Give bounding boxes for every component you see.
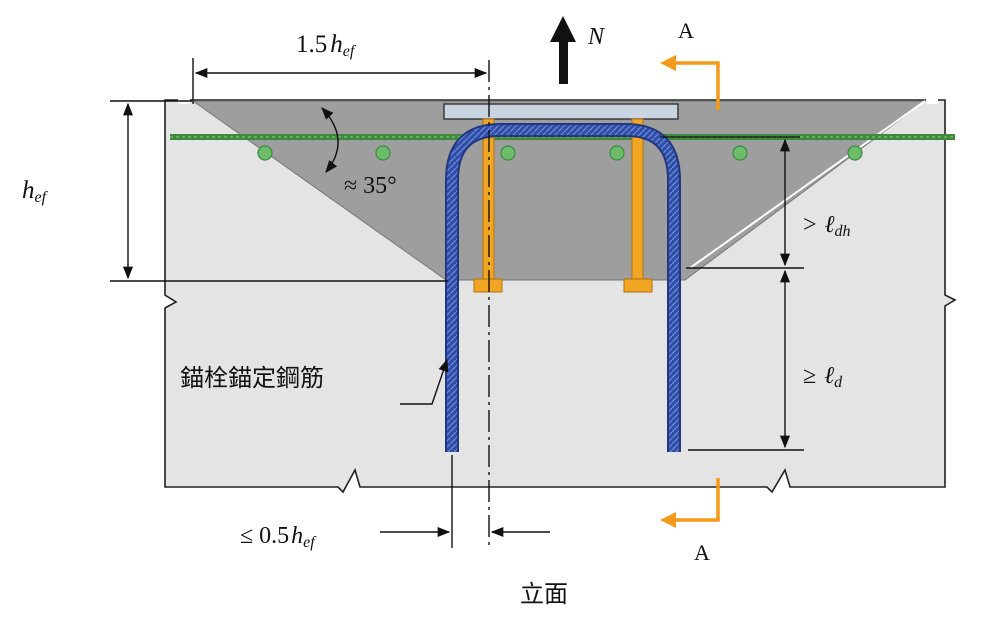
anchor-head-left — [473, 278, 503, 293]
label-ldh: >ℓdh — [803, 212, 851, 240]
cone-right-edge — [689, 100, 926, 269]
anchor-head-right — [623, 278, 653, 293]
top-break-right — [926, 96, 938, 104]
anchor-bolt-right — [631, 118, 644, 280]
label-ld: ≥ℓd — [803, 363, 843, 391]
tension-arrow — [550, 16, 576, 42]
section-arrow-top — [672, 61, 720, 110]
top-break-left — [178, 96, 190, 104]
label-0-5hef: ≤ 0.5hef — [240, 523, 317, 551]
angle-arc — [321, 107, 339, 173]
label-section-bottom: A — [694, 540, 710, 565]
label-view-caption: 立面 — [520, 581, 568, 608]
label-angle: ≈ 35° — [344, 173, 397, 199]
label-anchor-rebar: 錨栓錨定鋼筋 — [180, 365, 324, 392]
rebar-leader — [400, 358, 449, 405]
transverse-rebar-dots — [257, 145, 863, 161]
base-plate — [443, 103, 679, 120]
label-force-n: N — [587, 24, 606, 50]
section-arrow-bottom — [672, 478, 720, 522]
label-hef: hef — [22, 177, 49, 206]
label-section-top: A — [678, 18, 694, 43]
